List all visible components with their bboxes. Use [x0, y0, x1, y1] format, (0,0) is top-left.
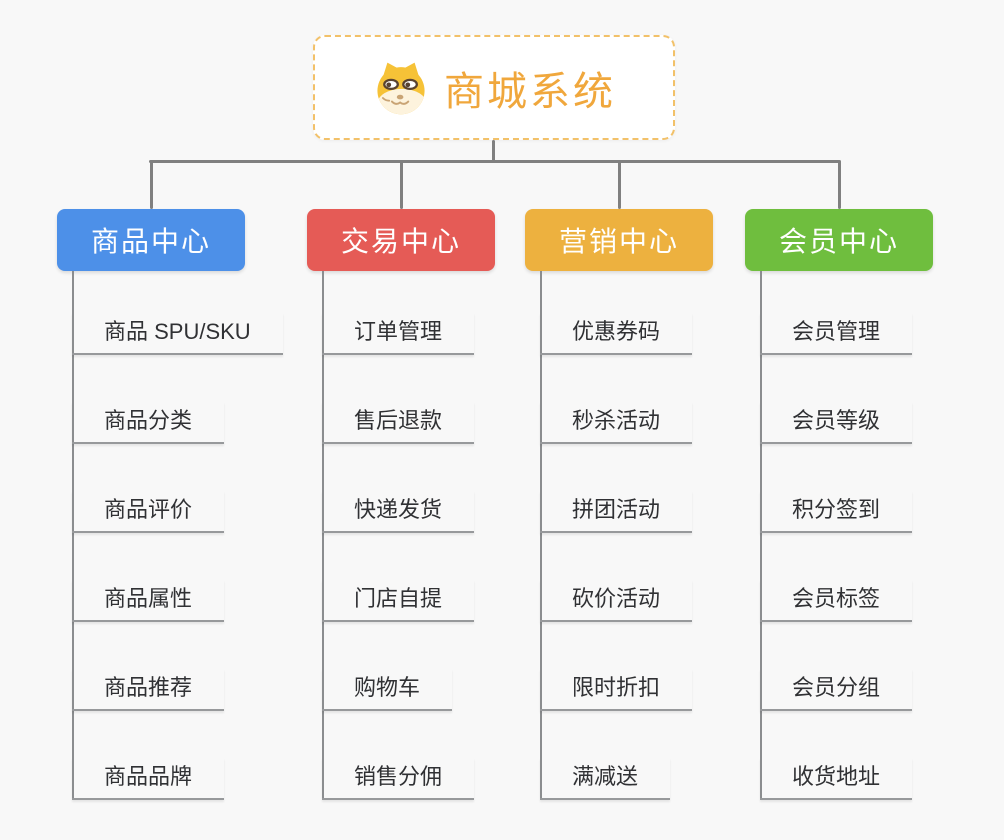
- leaf-node[interactable]: 门店自提: [322, 580, 475, 622]
- leaf-label: 砍价活动: [572, 586, 661, 611]
- leaf-node[interactable]: 积分签到: [760, 491, 913, 533]
- branch-header-label: 营销中心: [558, 226, 679, 257]
- connector-branch-stem-2: [322, 271, 324, 798]
- root-node[interactable]: 商城系统: [313, 35, 675, 140]
- leaf-label: 订单管理: [354, 319, 443, 344]
- leaf-label: 会员标签: [792, 586, 881, 611]
- leaf-node[interactable]: 会员分组: [760, 669, 913, 711]
- leaf-node[interactable]: 商品分类: [72, 402, 225, 444]
- connector-root-drop: [492, 140, 495, 163]
- leaf-node[interactable]: 会员等级: [760, 402, 913, 444]
- leaf-node[interactable]: 收货地址: [760, 758, 913, 800]
- leaf-label: 会员等级: [792, 408, 881, 433]
- branch-header-3[interactable]: 营销中心: [525, 209, 713, 271]
- leaf-label: 售后退款: [354, 408, 443, 433]
- leaf-node[interactable]: 拼团活动: [540, 491, 693, 533]
- branch-header-label: 交易中心: [340, 226, 461, 257]
- branch-header-label: 会员中心: [778, 226, 899, 257]
- connector-branch-stem-1: [72, 271, 74, 798]
- connector-branch-drop-2: [399, 160, 403, 209]
- leaf-label: 商品评价: [104, 497, 193, 522]
- connector-branch-stem-4: [760, 271, 762, 798]
- leaf-node[interactable]: 购物车: [322, 669, 453, 711]
- connector-branch-drop-1: [149, 160, 153, 209]
- connector-branch-drop-4: [837, 160, 841, 209]
- leaf-node[interactable]: 会员管理: [760, 313, 913, 355]
- leaf-label: 商品 SPU/SKU: [104, 319, 251, 344]
- leaf-label: 商品分类: [104, 408, 193, 433]
- leaf-label: 商品属性: [104, 586, 193, 611]
- leaf-label: 满减送: [572, 764, 639, 789]
- leaf-label: 限时折扣: [572, 675, 661, 700]
- leaf-node[interactable]: 会员标签: [760, 580, 913, 622]
- leaf-node[interactable]: 优惠券码: [540, 313, 693, 355]
- leaf-node[interactable]: 满减送: [540, 758, 671, 800]
- leaf-node[interactable]: 限时折扣: [540, 669, 693, 711]
- leaf-node[interactable]: 商品品牌: [72, 758, 225, 800]
- branch-header-2[interactable]: 交易中心: [307, 209, 495, 271]
- root-title: 商城系统: [444, 69, 616, 114]
- leaf-node[interactable]: 订单管理: [322, 313, 475, 355]
- leaf-label: 收货地址: [792, 764, 881, 789]
- leaf-node[interactable]: 秒杀活动: [540, 402, 693, 444]
- leaf-node[interactable]: 商品属性: [72, 580, 225, 622]
- leaf-label: 优惠券码: [572, 319, 661, 344]
- leaf-label: 商品品牌: [104, 764, 193, 789]
- leaf-node[interactable]: 售后退款: [322, 402, 475, 444]
- leaf-label: 销售分佣: [354, 764, 443, 789]
- leaf-label: 快递发货: [354, 497, 443, 522]
- connector-horizontal-rail: [149, 160, 840, 163]
- leaf-label: 积分签到: [792, 497, 881, 522]
- leaf-label: 秒杀活动: [572, 408, 661, 433]
- branch-header-label: 商品中心: [90, 226, 211, 257]
- connector-branch-drop-3: [617, 160, 621, 209]
- leaf-label: 购物车: [354, 675, 421, 700]
- branch-header-4[interactable]: 会员中心: [745, 209, 933, 271]
- leaf-label: 门店自提: [354, 586, 443, 611]
- leaf-label: 拼团活动: [572, 497, 661, 522]
- leaf-node[interactable]: 销售分佣: [322, 758, 475, 800]
- leaf-label: 会员管理: [792, 319, 881, 344]
- leaf-label: 会员分组: [792, 675, 881, 700]
- leaf-node[interactable]: 砍价活动: [540, 580, 693, 622]
- leaf-node[interactable]: 商品评价: [72, 491, 225, 533]
- leaf-node[interactable]: 快递发货: [322, 491, 475, 533]
- leaf-node[interactable]: 商品推荐: [72, 669, 225, 711]
- leaf-node[interactable]: 商品 SPU/SKU: [72, 313, 283, 355]
- branch-header-1[interactable]: 商品中心: [57, 209, 245, 271]
- leaf-label: 商品推荐: [104, 675, 193, 700]
- connector-branch-stem-3: [540, 271, 542, 798]
- dog-face-icon: [377, 62, 425, 114]
